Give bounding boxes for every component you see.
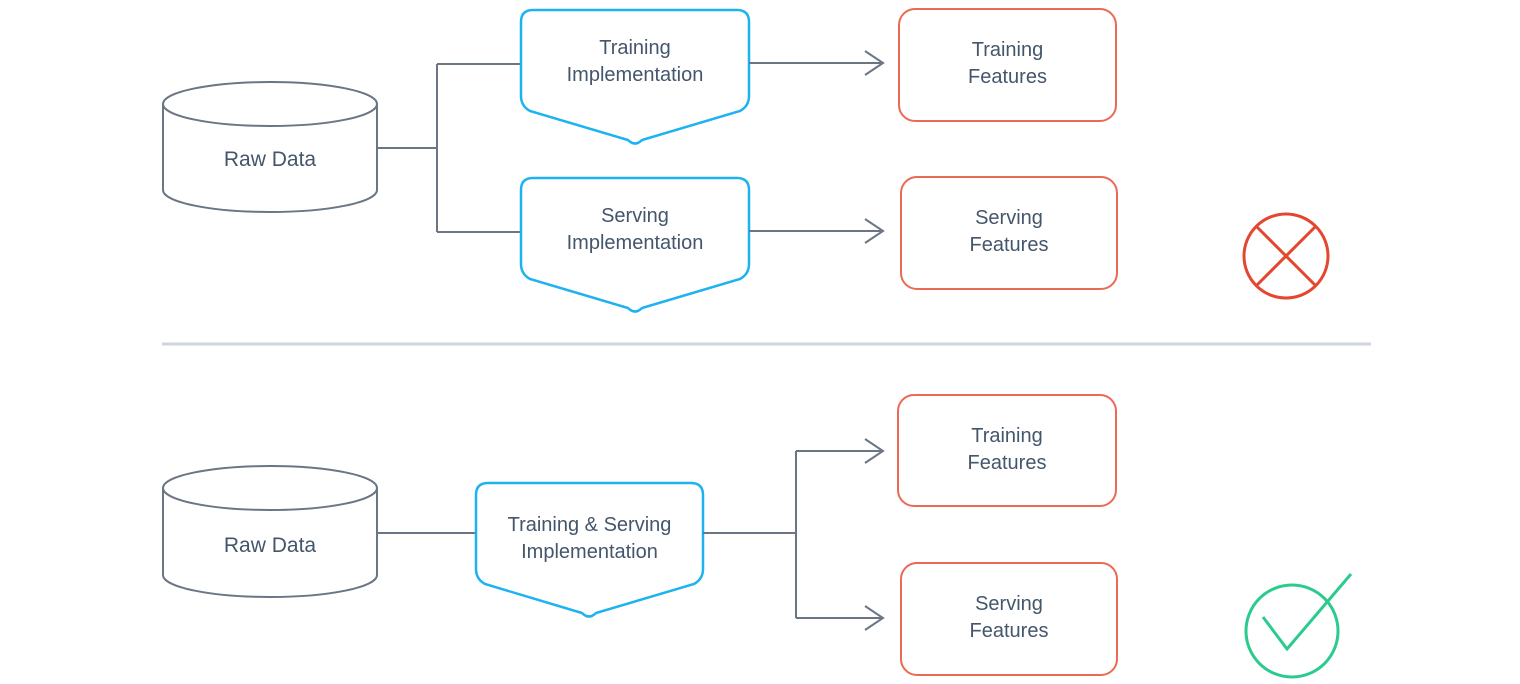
cylinder-body (162, 488, 378, 598)
training-serving-implementation-shape (474, 481, 705, 618)
serving-features-box (900, 562, 1118, 676)
cylinder-top (162, 465, 378, 511)
raw-data-cylinder-icon (162, 81, 378, 213)
top-flow (162, 8, 1330, 313)
arrow-training-impl-to-features (749, 50, 885, 76)
serving-features-box (900, 176, 1118, 290)
cylinder-top (162, 81, 378, 127)
raw-data-cylinder-icon (162, 465, 378, 598)
training-features-box (898, 8, 1117, 122)
arrow-serving-impl-to-features (749, 218, 885, 244)
check-circle-icon (1244, 573, 1353, 679)
serving-implementation-shape (519, 176, 751, 313)
arrow-branch-to-serving-features (796, 605, 885, 631)
arrow-branch-to-training-features (796, 438, 885, 464)
bottom-flow (162, 394, 1353, 679)
training-features-box (897, 394, 1117, 507)
cylinder-body (162, 104, 378, 213)
training-implementation-shape (519, 8, 751, 145)
x-circle-icon (1242, 212, 1330, 300)
